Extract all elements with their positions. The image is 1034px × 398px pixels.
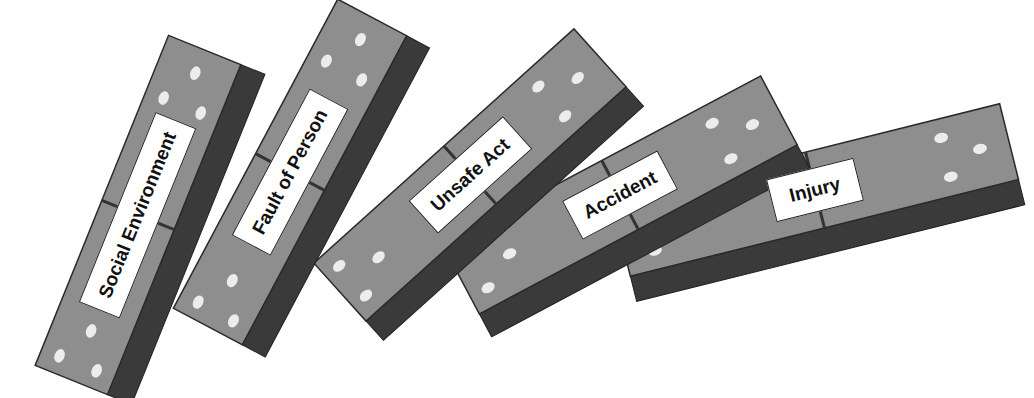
domino-text: Injury [787, 173, 843, 207]
